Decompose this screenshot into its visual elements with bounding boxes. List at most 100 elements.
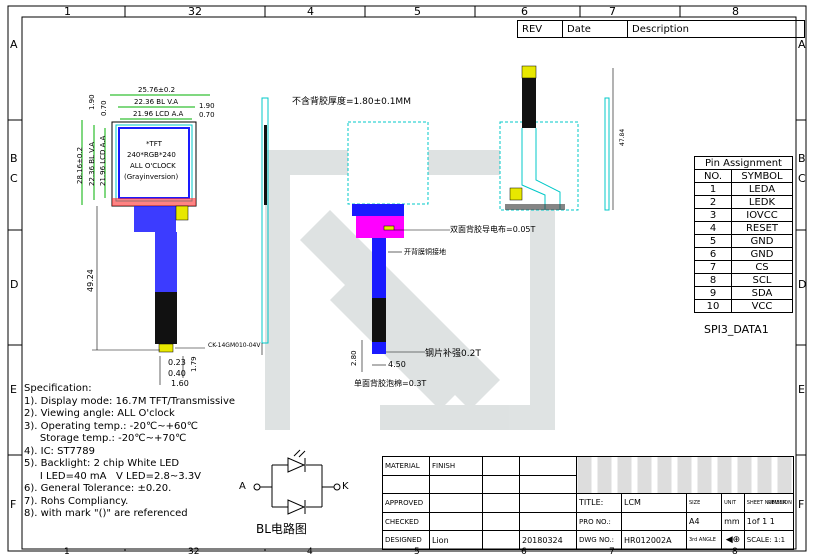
- col-label-bottom-6: 7: [609, 547, 615, 557]
- connector-label: CK-14GM010-04V: [208, 342, 261, 349]
- thickness-note: 不含背胶厚度=1.80±0.1MM: [292, 97, 411, 107]
- tb-empty: [382, 474, 430, 495]
- tb-empty: [482, 530, 520, 550]
- tb-checked: CHECKED: [382, 511, 430, 532]
- bl-caption: BL电路图: [256, 522, 307, 536]
- screen-text-2: 240*RGB*240: [127, 151, 176, 159]
- spec-item: 8). with mark "()" are referenced: [24, 508, 188, 519]
- tb-empty: [482, 511, 520, 532]
- tb-sheet-label: SHEET NUMBER: [743, 493, 795, 513]
- tb-company-blurred: [576, 455, 794, 495]
- col-label-bottom-5: 6: [521, 547, 527, 557]
- tb-scale-label: SCALE:: [746, 536, 772, 545]
- single-tape-note: 单面背胶泡棉=0.3T: [354, 379, 427, 388]
- col-label-5: 6: [521, 5, 528, 18]
- col-label-bottom-1: 1: [64, 547, 70, 557]
- tb-empty: [429, 493, 483, 513]
- dim-width-total: 25.76±0.2: [138, 86, 176, 94]
- tb-dwg-value: HR012002A: [621, 530, 687, 550]
- tb-designer: Lion: [429, 530, 483, 550]
- col-label-bottom-7: 8: [732, 547, 738, 557]
- tb-empty: [482, 493, 520, 513]
- spec-item: I LED=40 mA V LED=2.8~3.3V: [24, 470, 202, 482]
- col-label-7: 8: [732, 5, 739, 18]
- tb-size-label: SIZE: [685, 493, 723, 513]
- dim-pitch: 0.23: [168, 358, 186, 367]
- tb-pro-label: PRO NO.:: [576, 511, 622, 532]
- tb-sheet-of: 1of: [746, 517, 760, 527]
- pin-symbol: GND: [731, 247, 793, 261]
- col-label-3: 4: [307, 5, 314, 18]
- tb-finish: FINISH: [429, 456, 483, 476]
- spec-item: 7). Rohs Compliancy.: [24, 495, 129, 507]
- pin-table-footer: SPI3_DATA1: [704, 323, 769, 336]
- tb-angle-label: 3rd ANGLE: [685, 530, 723, 550]
- tb-sheet-total: 1: [762, 517, 768, 527]
- col-label-2: 32: [188, 5, 202, 18]
- row-label-right-e: E: [798, 383, 805, 396]
- dim-right-top2: 0.70: [199, 111, 215, 119]
- row-label-e: E: [10, 383, 17, 396]
- row-label-right-d: D: [798, 278, 807, 291]
- row-label-b: B: [10, 152, 18, 165]
- col-label-bottom-4: 5: [414, 547, 420, 557]
- dim-right-top: 1.90: [199, 102, 215, 110]
- description-header: Description: [627, 20, 805, 38]
- tb-empty: [621, 511, 687, 532]
- pin-symbol: VCC: [731, 299, 793, 313]
- dim-width-bl: 22.36 BL V.A: [134, 98, 179, 106]
- tb-empty: [519, 511, 577, 532]
- screen-text-1: *TFT: [146, 140, 162, 148]
- tb-unit-label: UNIT: [721, 493, 745, 513]
- tb-empty: [519, 456, 577, 476]
- col-label-1: 1: [64, 5, 71, 18]
- tb-empty: [482, 474, 520, 495]
- bl-cathode-label: K: [342, 481, 349, 492]
- tb-dwg-label: DWG NO.:: [576, 530, 622, 550]
- spec-item: 4). IC: ST7789: [24, 445, 96, 457]
- tb-revision-label: REVISION: [768, 500, 792, 506]
- col-label-4: 5: [414, 5, 421, 18]
- col-label-6: 7: [609, 5, 616, 18]
- tb-revision-value: 1: [769, 517, 775, 527]
- tb-sheet-value: 1of 1 1: [743, 511, 795, 532]
- title-block: MATERIAL FINISH APPROVED TITLE: LCM SIZE…: [382, 455, 795, 550]
- col-label-bottom-3: 4: [307, 547, 313, 557]
- tb-empty: [519, 493, 577, 513]
- adhesive-note: 开背膜铜接地: [404, 248, 446, 256]
- tb-size-value: A4: [685, 511, 723, 532]
- tb-empty: [429, 511, 483, 532]
- tb-title-label: TITLE:: [576, 493, 622, 513]
- specification-block: Specification: 1). Display mode: 16.7M T…: [24, 383, 235, 521]
- dim-total: 1.60: [171, 379, 189, 388]
- revision-table: REV Date Description: [517, 20, 805, 38]
- spec-item: 3). Operating temp.: -20℃~+60℃: [24, 420, 198, 432]
- tb-unit-value: mm: [721, 511, 745, 532]
- row-label-d: D: [10, 278, 19, 291]
- row-label-right-b: B: [798, 152, 806, 165]
- row-label-right-f: F: [798, 498, 805, 511]
- bl-anode-label: A: [239, 481, 246, 492]
- tb-date: 20180324: [519, 530, 577, 550]
- tb-approved: APPROVED: [382, 493, 430, 513]
- spec-item: 2). Viewing angle: ALL O'clock: [24, 408, 175, 419]
- dim-pad: 0.40: [168, 369, 186, 378]
- row-label-f: F: [10, 498, 17, 511]
- row-label-right-c: C: [798, 172, 806, 185]
- spec-item: 5). Backlight: 2 chip White LED: [24, 458, 180, 469]
- spec-item: 6). General Tolerance: ±0.20.: [24, 483, 172, 494]
- tb-empty: [519, 474, 577, 495]
- projection-symbol-icon: ◀⊕: [721, 530, 745, 550]
- date-header: Date: [562, 20, 628, 38]
